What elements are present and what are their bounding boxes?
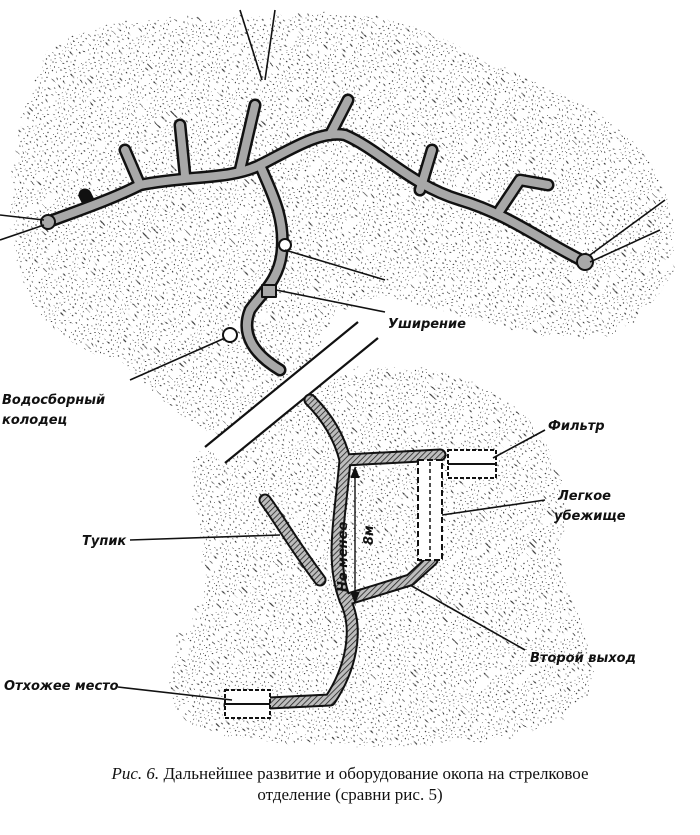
label-distance-1: Не менее	[336, 522, 351, 592]
label-second-exit: Второй выход	[530, 651, 636, 666]
label-filter: Фильтр	[548, 419, 605, 434]
road	[204, 320, 379, 465]
label-dead-end: Тупик	[82, 534, 127, 549]
distance-dimension	[350, 466, 360, 604]
label-water-well-2: колодец	[2, 413, 67, 428]
upper-trench	[40, 93, 594, 377]
latrine-pit	[224, 689, 271, 719]
label-latrine: Отхожее место	[4, 679, 119, 694]
label-shelter-1: Легкое	[557, 489, 611, 504]
label-shelter-2: убежище	[554, 509, 626, 524]
caption-line1: Дальнейшее развитие и оборудование окопа…	[163, 764, 589, 783]
label-distance-2: 8м	[362, 525, 377, 545]
trench-diagram: Уширение Водосборный колодец Фильтр Легк…	[0, 9, 675, 746]
figure-number: Рис. 6.	[111, 764, 160, 783]
light-shelter	[417, 459, 443, 561]
caption-line2: отделение (сравни рис. 5)	[257, 785, 443, 804]
figure-caption: Рис. 6. Дальнейшее развитие и оборудован…	[0, 763, 700, 805]
lower-trench	[223, 393, 447, 712]
label-water-well-1: Водосборный	[2, 393, 105, 408]
leader-lines	[0, 9, 666, 701]
label-widening: Уширение	[388, 317, 466, 332]
filter-pit	[447, 449, 497, 479]
